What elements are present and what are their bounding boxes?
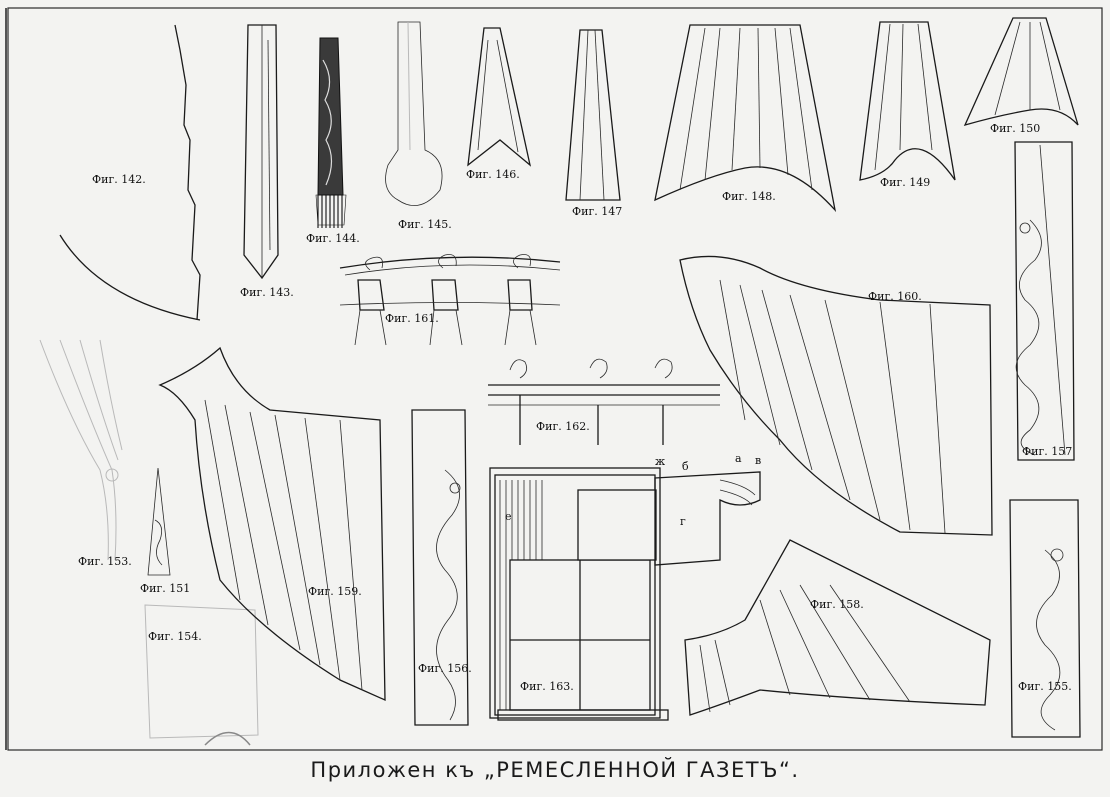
label-fig-144: Фиг. 144.: [306, 232, 360, 245]
figure-161: Фиг. 161.: [339, 254, 561, 346]
figure-143: Фиг. 143.: [240, 24, 294, 299]
label-fig-154: Фиг. 154.: [148, 630, 202, 643]
label-fig-158: Фиг. 158.: [810, 598, 864, 611]
label-fig-156: Фиг. 156.: [418, 662, 472, 675]
figure-153: Фиг. 153.: [39, 339, 132, 568]
label-fig-147: Фиг. 147: [572, 205, 622, 218]
label-fig-157: Фиг. 157: [1022, 445, 1072, 458]
label-fig-143: Фиг. 143.: [240, 286, 294, 299]
plate-caption: Приложен къ „РЕМЕСЛЕННОЙ ГАЗЕТЪ“.: [310, 758, 800, 782]
figure-147: Фиг. 147: [565, 29, 622, 218]
label-fig-149: Фиг. 149: [880, 176, 930, 189]
figure-162: Фиг. 162.: [488, 358, 720, 445]
label-fig-142: Фиг. 142.: [92, 173, 146, 186]
window-letter-e: е: [505, 510, 512, 523]
figure-148: Фиг. 148.: [654, 24, 837, 213]
figure-150: Фиг. 150: [963, 17, 1079, 135]
label-fig-148: Фиг. 148.: [722, 190, 776, 203]
figure-163: ж б а в е г Фиг. 163.: [489, 452, 761, 721]
figure-149: Фиг. 149: [859, 21, 956, 189]
figure-146: Фиг. 146.: [466, 27, 532, 181]
figure-155: Фиг. 155.: [1009, 499, 1081, 738]
label-fig-159: Фиг. 159.: [308, 585, 362, 598]
window-letter-zh: ж: [655, 455, 665, 468]
figure-159: Фиг. 159.: [158, 346, 386, 702]
window-letter-b: б: [682, 460, 689, 473]
figure-144: Фиг. 144.: [306, 37, 360, 245]
figure-158: Фиг. 158.: [684, 539, 991, 716]
label-fig-153: Фиг. 153.: [78, 555, 132, 568]
figure-145: Фиг. 145.: [385, 21, 452, 231]
figure-142: Фиг. 142.: [59, 24, 201, 321]
window-letter-g: г: [680, 515, 686, 528]
label-fig-145: Фиг. 145.: [398, 218, 452, 231]
label-fig-160: Фиг. 160.: [868, 290, 922, 303]
figure-160: Фиг. 160.: [679, 255, 993, 536]
figure-156: Фиг. 156.: [411, 409, 472, 726]
plate-border: [7, 7, 1103, 751]
label-fig-150: Фиг. 150: [990, 122, 1040, 135]
figure-151: Фиг. 151: [140, 467, 190, 595]
label-fig-146: Фиг. 146.: [466, 168, 520, 181]
library-stamp: [204, 731, 251, 746]
label-fig-155: Фиг. 155.: [1018, 680, 1072, 693]
figure-157: Фиг. 157: [1014, 141, 1075, 461]
window-letter-v: в: [755, 454, 761, 467]
label-fig-163: Фиг. 163.: [520, 680, 574, 693]
window-letter-a: а: [735, 452, 742, 465]
label-fig-162: Фиг. 162.: [536, 420, 590, 433]
label-fig-161: Фиг. 161.: [385, 312, 439, 325]
label-fig-151: Фиг. 151: [140, 582, 190, 595]
figure-154: Фиг. 154.: [144, 604, 259, 739]
